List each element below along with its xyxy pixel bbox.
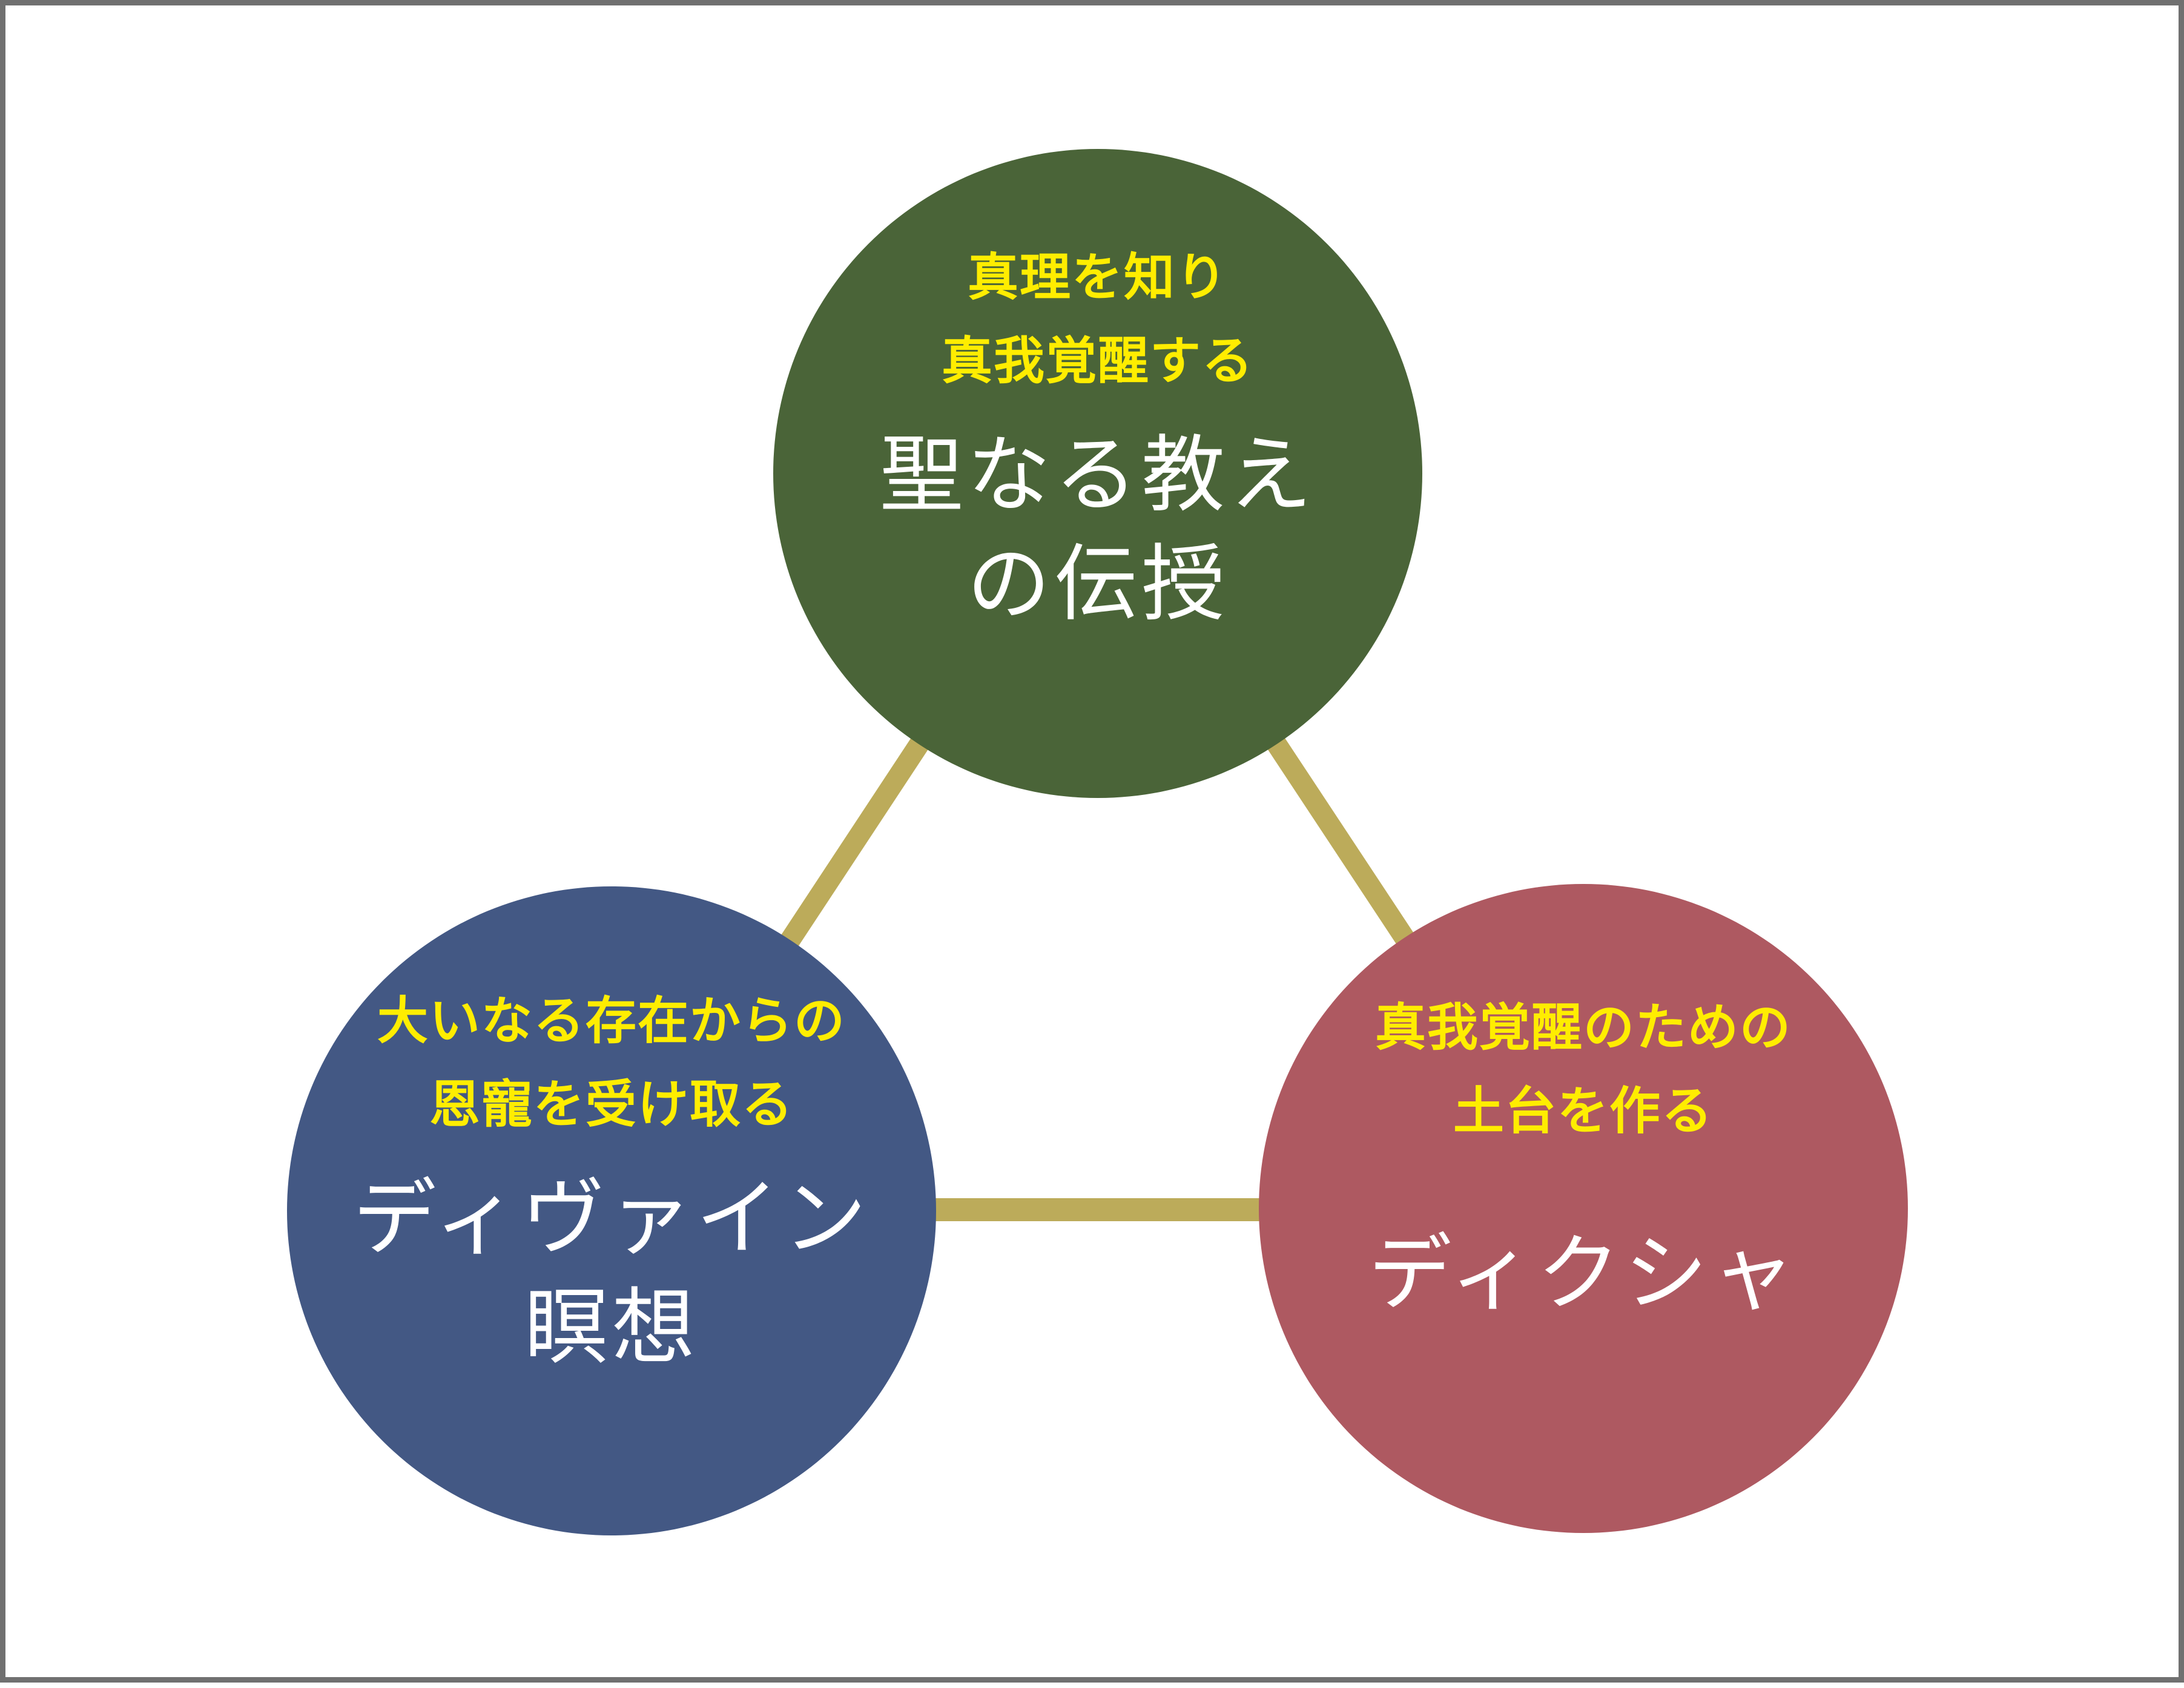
node-divine-meditation: 大いなる存在からの 恩寵を受け取る ディヴァイン 瞑想: [287, 886, 936, 1535]
node-sacred-teaching: 真理を知り 真我覚醒する 聖なる教え の伝授: [773, 149, 1422, 798]
title-line: ディヴァイン: [352, 1170, 871, 1267]
title-line: 瞑想: [524, 1279, 699, 1376]
node-deeksha: 真我覚醒のための 土台を作る ディクシャ: [1259, 884, 1908, 1533]
subtitle-line: 真理を知り: [967, 248, 1228, 307]
node-deeksha-subtitle: 真我覚醒のための 土台を作る: [1375, 986, 1792, 1153]
subtitle-line: 真我覚醒のための: [1374, 998, 1792, 1057]
title-line: の伝授: [966, 535, 1229, 633]
node-sacred-teaching-subtitle: 真理を知り 真我覚醒する: [942, 236, 1254, 403]
title-line: 聖なる教え: [879, 426, 1316, 524]
subtitle-line: 大いなる存在からの: [377, 991, 846, 1050]
node-divine-meditation-subtitle: 大いなる存在からの 恩寵を受け取る: [377, 979, 846, 1146]
node-sacred-teaching-title: 聖なる教え の伝授: [880, 421, 1316, 639]
subtitle-line: 真我覚醒する: [941, 331, 1254, 391]
node-deeksha-title: ディクシャ: [1368, 1219, 1798, 1328]
node-divine-meditation-title: ディヴァイン 瞑想: [353, 1164, 870, 1382]
subtitle-line: 恩寵を受け取る: [429, 1075, 794, 1134]
subtitle-line: 土台を作る: [1453, 1081, 1714, 1141]
title-line: ディクシャ: [1368, 1225, 1799, 1322]
